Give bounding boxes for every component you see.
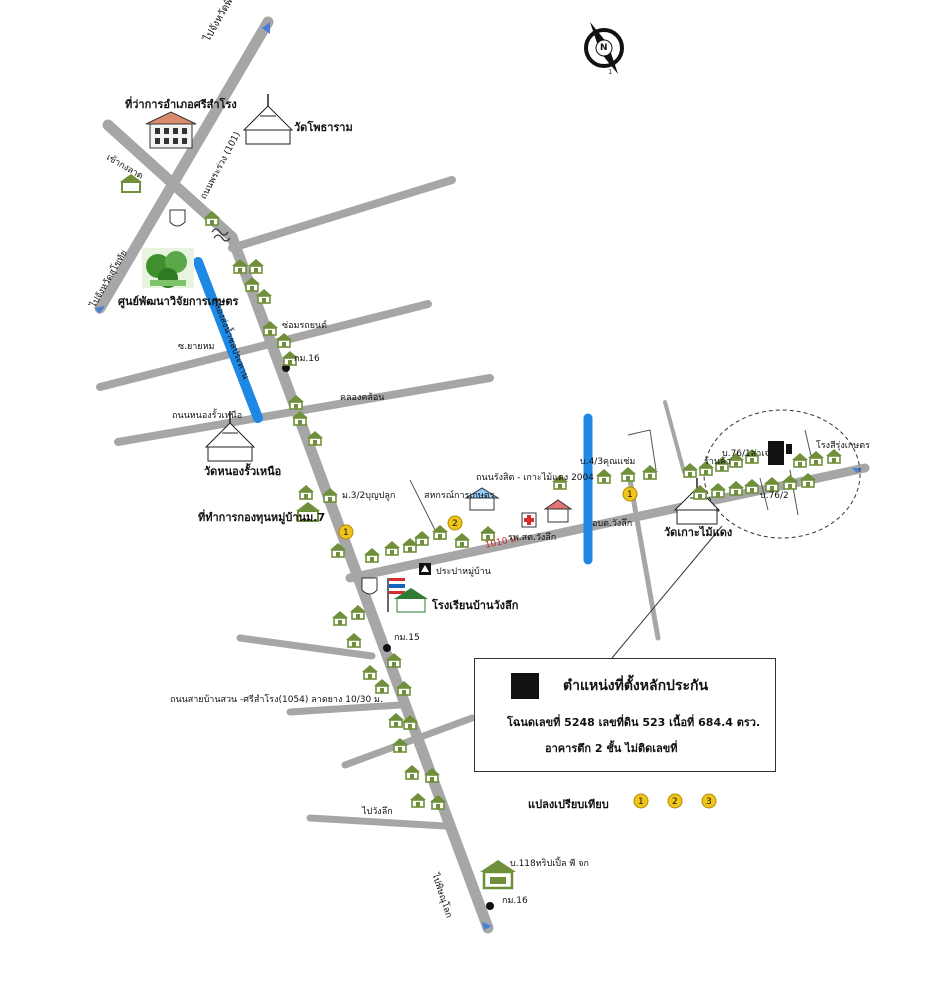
label-rang-road: ถนนรังสิต - เกาะไม้แดง 2004: [476, 473, 594, 483]
collateral-legend: ตำแหน่งที่ตั้งหลักประกัน โฉนดเลขที่ 5248…: [474, 658, 776, 772]
label-school: โรงเรียนบ้านวังลึก: [432, 599, 519, 612]
label-wat-phothi: วัดโพธาราม: [294, 121, 353, 134]
label-to-wang: ไปวังลึก: [362, 807, 393, 817]
cooperative-building: [464, 487, 500, 511]
legend-title: ตำแหน่งที่ตั้งหลักประกัน: [563, 678, 709, 694]
label-subdistrict: อบต.วังลึก: [592, 519, 633, 529]
label-coop: สหกรณ์การเกษตร: [424, 491, 495, 501]
temple-icon: [204, 411, 256, 462]
road-network: [94, 16, 870, 934]
label-km16-top: กม.16: [294, 354, 320, 364]
houses-main-road: [203, 210, 447, 810]
label-district-office: ที่ว่าการอำเภอศรีสำโรง: [125, 98, 237, 111]
comparison-legend-markers: [633, 793, 717, 809]
label-moo3: ม.3/2บุญปลูก: [342, 491, 396, 501]
comparison-label: แปลงเปรียบเทียบ: [528, 798, 609, 811]
road-northeast-to-phitsanulok: [94, 16, 274, 314]
tree-icon: [142, 248, 194, 288]
road-side-6: [341, 714, 476, 769]
label-nong-road: ถนนหนองรั้วเหนือ: [172, 411, 243, 421]
label-moo4: บ.4/3คุณแช่ม: [580, 457, 636, 467]
label-house76: บ.76/1ส่าเจ๋ง: [722, 449, 775, 459]
label-rice-mill: โรงสีรุ่งเกษตร: [816, 441, 870, 451]
legend-building-info: อาคารตึก 2 ชั้น ไม่ติดเลขที่: [545, 742, 678, 755]
label-agri-center: ศูนย์พัฒนาวิจัยการเกษตร: [118, 295, 239, 308]
road-east-vertical: [627, 477, 661, 641]
road-side-5: [286, 701, 404, 716]
label-village-office: ที่ทำการกองทุนหมู่บ้านม.7: [198, 511, 326, 524]
label-soi-right: ซ.ยายหม: [178, 342, 215, 352]
road-break: [211, 228, 231, 242]
road-rangsit-east: [345, 463, 870, 583]
comparison-marker-2: 2: [672, 797, 678, 807]
label-hospital: รพ.สต.วังลึก: [508, 533, 557, 543]
comparison-marker-3: 3: [706, 797, 712, 807]
label-garage: ซ่อมรถยนต์: [282, 321, 327, 331]
label-house118: บ.118ทริปเปิ้ล พี จก: [510, 859, 589, 869]
label-shop: ร้านค้า: [704, 457, 732, 467]
hospital-icon: [521, 512, 537, 528]
label-km16-bottom: กม.16: [502, 896, 528, 906]
label-road-1054: ถนนสายบ้านสวน -ศรีสำโรง(1054) ลาดยาง 10/…: [170, 695, 383, 705]
road-east-north-spur: [663, 400, 686, 474]
house-icon: [480, 860, 516, 890]
canal-upper: [193, 257, 263, 423]
road-side-2: [96, 300, 432, 391]
compass-north-letter: N: [600, 43, 608, 53]
house-icon: [296, 502, 320, 522]
road-side-3: [114, 374, 494, 446]
house-icon: [120, 174, 142, 193]
map-marker-3: 1: [627, 490, 633, 500]
road-side-7: [306, 814, 449, 830]
temple-icon: [242, 94, 294, 145]
label-house762: บ.76/2: [760, 491, 789, 501]
km-markers: [282, 364, 494, 910]
compass-comparison-marker-1: 1: [608, 68, 613, 76]
road-side-1: [228, 176, 456, 252]
compass-icon: [584, 22, 624, 74]
canals: [193, 257, 593, 565]
direction-arrows: [95, 22, 862, 930]
map-marker-1: 1: [343, 528, 349, 538]
comparison-marker-1: 1: [638, 797, 644, 807]
comparison-map-markers: [338, 486, 638, 540]
collateral-legend-swatch: [511, 673, 539, 699]
label-wat-nong: วัดหนองรั้วเหนือ: [204, 465, 282, 478]
road-main-north-south: [226, 231, 494, 934]
focus-circle: [703, 409, 861, 539]
map-marker-2: 2: [452, 519, 458, 529]
label-village-head: ประปาหมู่บ้าน: [436, 567, 491, 577]
leader-line: [611, 525, 723, 659]
label-km15: กม.15: [394, 633, 420, 643]
label-wat-kao: วัดเกาะไม้แดง: [664, 526, 733, 539]
water-tower-icon: [419, 563, 431, 575]
district-office-building: [145, 111, 197, 149]
road-side-4: [236, 634, 376, 660]
school-building: [387, 578, 428, 613]
legend-deed-info: โฉนดเลขที่ 5248 เลขที่ดิน 523 เนื้อที่ 6…: [507, 716, 761, 729]
label-canal-road: คลองคล้อน: [340, 393, 385, 403]
subdistrict-office: [543, 499, 573, 523]
collateral-land-marker: [768, 441, 784, 465]
highway-shield-icon: [169, 209, 378, 595]
